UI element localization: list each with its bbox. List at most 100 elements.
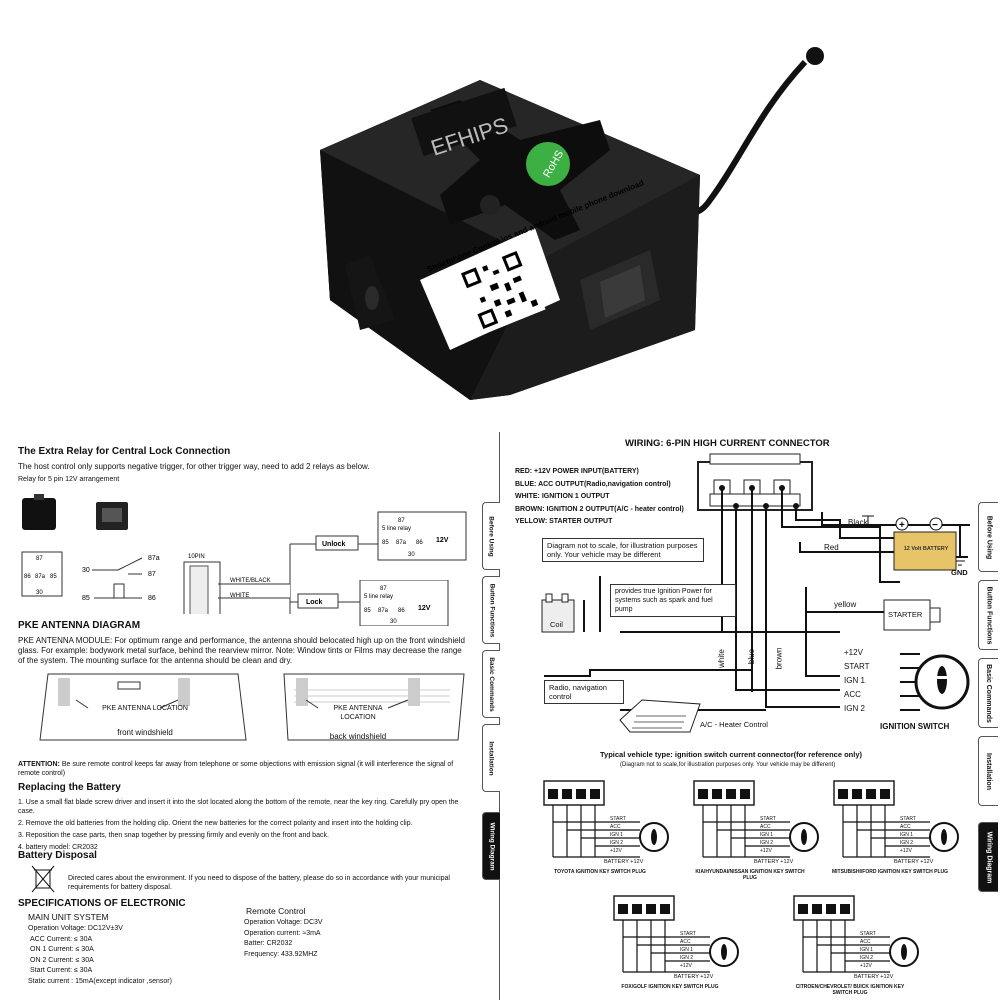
lock-label: Lock xyxy=(306,599,322,606)
unlock-relay-label: 5 line relay xyxy=(382,526,411,532)
unlock-relay-86: 86 xyxy=(416,540,423,546)
plug-battery-label: BATTERY +12V xyxy=(754,859,794,865)
unlock-relay-87: 87 xyxy=(398,518,405,524)
antenna-location-front: PKE ANTENNA LOCATION xyxy=(102,705,188,712)
tab-button-functions-right[interactable]: Button Functions xyxy=(978,580,998,650)
plug-line-label: IGN 1 xyxy=(860,947,874,953)
plug-caption: FOX/GOLF IGNITION KEY SWITCH PLUG xyxy=(621,984,719,990)
ignition-switch-label: IGNITION SWITCH xyxy=(880,722,950,731)
main-unit-title: MAIN UNIT SYSTEM xyxy=(28,912,109,922)
plug-line-label: IGN 1 xyxy=(900,832,914,838)
tab-before-using-right[interactable]: Before Using xyxy=(978,502,998,572)
typical-title: Typical vehicle type: ignition switch cu… xyxy=(600,750,862,759)
remote-title: Remote Control xyxy=(246,906,306,916)
switch-start: START xyxy=(844,662,870,671)
unlock-relay-87a: 87a xyxy=(396,540,407,546)
svg-text:+: + xyxy=(899,520,905,531)
tab-installation-right[interactable]: Installation xyxy=(978,736,998,806)
specifications: SPECIFICATIONS OF ELECTRONIC MAIN UNIT S… xyxy=(18,898,478,998)
switch-12v: +12V xyxy=(844,648,863,657)
plug-line-label: +12V xyxy=(860,963,872,969)
wire-blue-desc: BLUE: ACC OUTPUT(Radio,navigation contro… xyxy=(515,480,671,488)
blue-wire-label: blue xyxy=(747,648,757,665)
gnd-label: GND xyxy=(951,568,968,577)
plug-line-label: START xyxy=(860,931,876,937)
yellow-wire-label: yellow xyxy=(834,600,857,609)
qr-code xyxy=(454,244,546,336)
plug-line-label: IGN 2 xyxy=(680,955,694,961)
plug-caption: TOYOTA IGNITION KEY SWITCH PLUG xyxy=(554,869,646,875)
plug-line-label: ACC xyxy=(860,939,871,945)
wiring-title: WIRING: 6-PIN HIGH CURRENT CONNECTOR xyxy=(625,438,830,449)
wiring-diagram: +− xyxy=(541,453,970,733)
attention-label: ATTENTION: xyxy=(18,761,60,768)
lock-relay-87: 87 xyxy=(380,586,387,592)
attention-text: Be sure remote control keeps far away fr… xyxy=(18,761,454,777)
tab-wiring-diagram[interactable]: Wiring Diagram xyxy=(482,812,500,880)
wire-brown-desc: BROWN: IGNITION 2 OUTPUT(A/C - heater co… xyxy=(515,505,684,513)
front-windshield-label: front windshield xyxy=(117,728,173,737)
battery-step-4: 4. battery model: CR2032 xyxy=(18,844,98,851)
wire-white-desc: WHITE: IGNITION 1 OUTPUT xyxy=(515,493,610,500)
starter-label: STARTER xyxy=(888,610,923,619)
device-illustration: EFHIPS RoHS Smartphone Control ios and a… xyxy=(320,47,824,400)
main-spec-on2: ON 2 Current: ≤ 30A xyxy=(30,956,94,964)
pin-30-b: 30 xyxy=(82,567,90,574)
battery-step-1: 1. Use a small flat blade screw driver a… xyxy=(18,799,459,815)
plug-line-label: IGN 1 xyxy=(760,832,774,838)
plug-line-label: +12V xyxy=(610,848,622,854)
antenna-location-back: PKE ANTENNA LOCATION xyxy=(333,705,383,721)
tab-button-functions[interactable]: Button Functions xyxy=(482,576,500,644)
plug-line-label: ACC xyxy=(900,824,911,830)
wire-white: WHITE xyxy=(230,593,249,599)
plug-line-label: IGN 2 xyxy=(900,840,914,846)
relay-title: The Extra Relay for Central Lock Connect… xyxy=(18,446,231,457)
wire-white-black: WHITE/BLACK xyxy=(230,578,271,584)
pin-86: 86 xyxy=(24,574,31,580)
main-spec-acc: ACC Current: ≤ 30A xyxy=(30,935,93,943)
lock-relay-85: 85 xyxy=(364,608,371,614)
back-windshield-label: back windshield xyxy=(329,732,387,741)
remote-spec-voltage: Operation Voltage: DC3V xyxy=(244,919,323,926)
plug-caption: KIA/HYUNDAI/NISSAN IGNITION KEY SWITCH P… xyxy=(695,869,805,881)
svg-text:−: − xyxy=(932,520,938,531)
unlock-label: Unlock xyxy=(322,541,345,548)
plug-line-label: +12V xyxy=(900,848,912,854)
pin-86-b: 86 xyxy=(148,595,156,602)
wire-yellow-desc: YELLOW: STARTER OUTPUT xyxy=(515,518,613,525)
radio-box: Radio, navigation control xyxy=(544,680,624,704)
pin-87-b: 87 xyxy=(148,571,156,578)
lock-relay-86: 86 xyxy=(398,608,405,614)
disposal-title: Battery Disposal xyxy=(18,850,97,861)
disposal-text: Directed cares about the environment. If… xyxy=(68,875,450,891)
plug-line-label: IGN 1 xyxy=(680,947,694,953)
plug-caption: CITROEN/CHEVROLET/ BUICK IGNITION KEY SW… xyxy=(795,984,905,996)
brown-wire-label: brown xyxy=(774,647,784,670)
unlock-relay-30: 30 xyxy=(408,552,415,558)
wire-red-desc: RED: +12V POWER INPUT(BATTERY) xyxy=(515,468,639,475)
pin-30: 30 xyxy=(36,590,43,596)
tab-basic-commands-right[interactable]: Basic Commands xyxy=(978,658,998,728)
tab-before-using[interactable]: Before Using xyxy=(482,502,500,570)
plug-line-label: START xyxy=(610,816,626,822)
coil-note: provides true Ignition Power for systems… xyxy=(610,584,736,617)
unlock-relay-85: 85 xyxy=(382,540,389,546)
bin-crossed-icon xyxy=(31,865,55,893)
tab-basic-commands[interactable]: Basic Commands xyxy=(482,650,500,718)
tab-installation[interactable]: Installation xyxy=(482,724,500,792)
plug-line-label: START xyxy=(680,931,696,937)
coil-label: Coil xyxy=(550,620,563,629)
main-spec-start: Start Current: ≤ 30A xyxy=(30,967,93,974)
relay-diagram: 87 86 87a 85 30 30 85 87a 87 86 10PIN WH… xyxy=(21,494,467,614)
battery-step-2: 2. Remove the old batteries from the hol… xyxy=(18,820,413,827)
main-spec-static: Static current : 15mA(except indicator ,… xyxy=(28,977,172,985)
plug-caption: MITSUBISHI/FORD IGNITION KEY SWITCH PLUG xyxy=(831,869,949,875)
pin-87: 87 xyxy=(36,556,43,562)
tab-wiring-diagram-right[interactable]: Wiring Diagram xyxy=(978,822,998,892)
remote-spec-frequency: Frequency: 433.92MHZ xyxy=(244,950,318,958)
pin-85: 85 xyxy=(50,574,57,580)
